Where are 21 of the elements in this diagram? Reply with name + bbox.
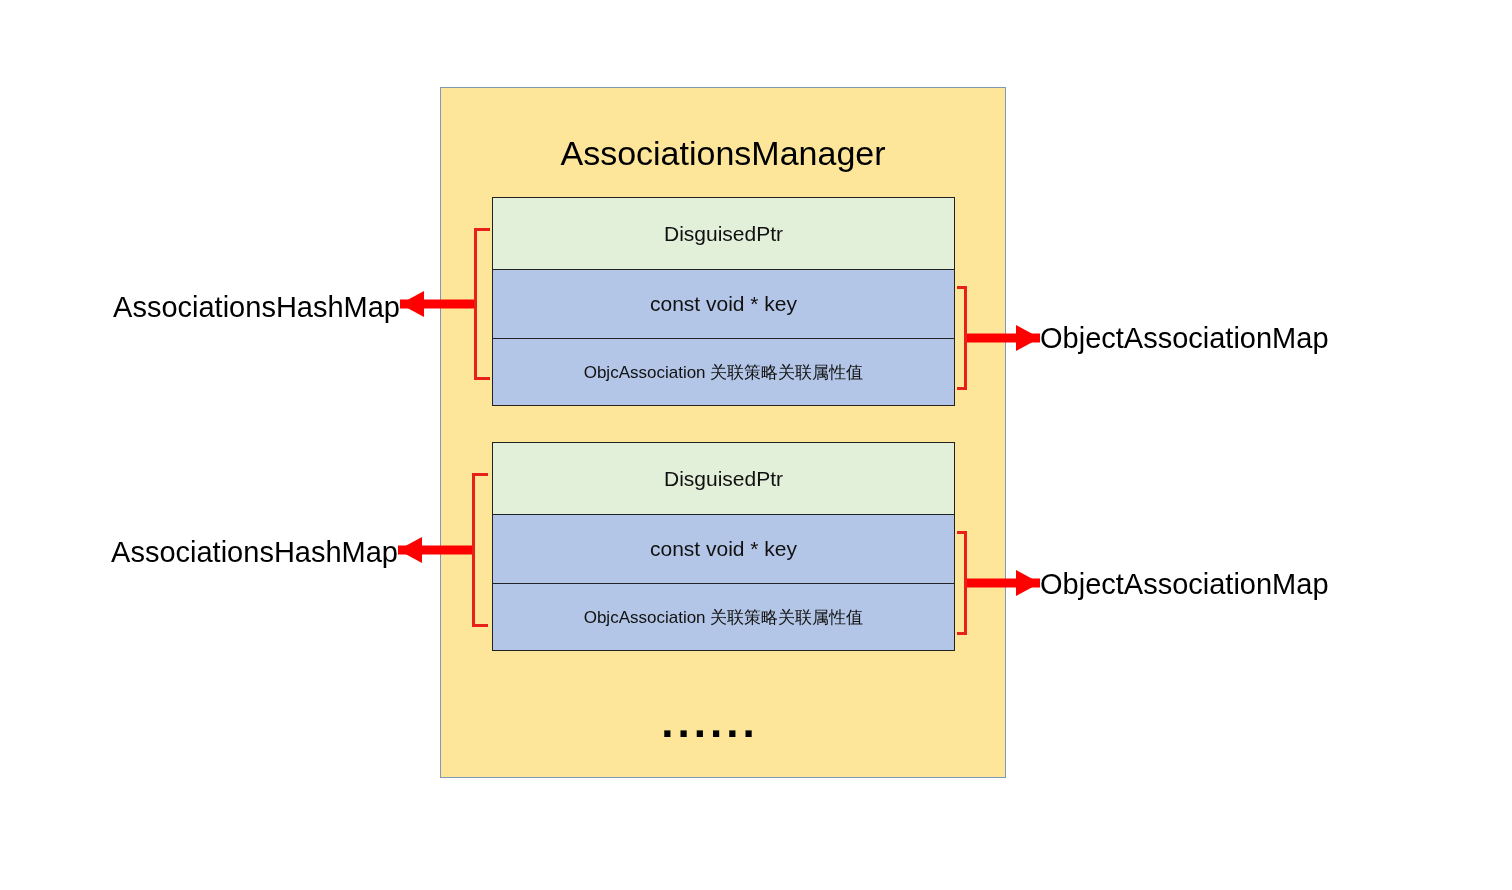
bracket xyxy=(474,228,490,380)
table-row: const void * key xyxy=(492,514,955,584)
map-label: ObjectAssociationMap xyxy=(1040,318,1400,358)
bracket xyxy=(957,286,967,390)
map-label: AssociationsHashMap xyxy=(90,287,400,327)
arrow xyxy=(967,325,1040,351)
table-row: DisguisedPtr xyxy=(492,442,955,515)
container-box xyxy=(440,87,1006,778)
arrow xyxy=(967,570,1040,596)
container-title: AssociationsManager xyxy=(560,134,886,173)
table-row: const void * key xyxy=(492,269,955,339)
table-row: ObjcAssociation 关联策略关联属性值 xyxy=(492,338,955,406)
arrow xyxy=(400,291,474,317)
ellipsis-text: ...... xyxy=(660,700,760,744)
table-row: ObjcAssociation 关联策略关联属性值 xyxy=(492,583,955,651)
arrow xyxy=(398,537,472,563)
map-label: AssociationsHashMap xyxy=(88,532,398,572)
map-label: ObjectAssociationMap xyxy=(1040,564,1400,604)
bracket xyxy=(472,473,488,627)
bracket xyxy=(957,531,967,635)
table-row: DisguisedPtr xyxy=(492,197,955,270)
